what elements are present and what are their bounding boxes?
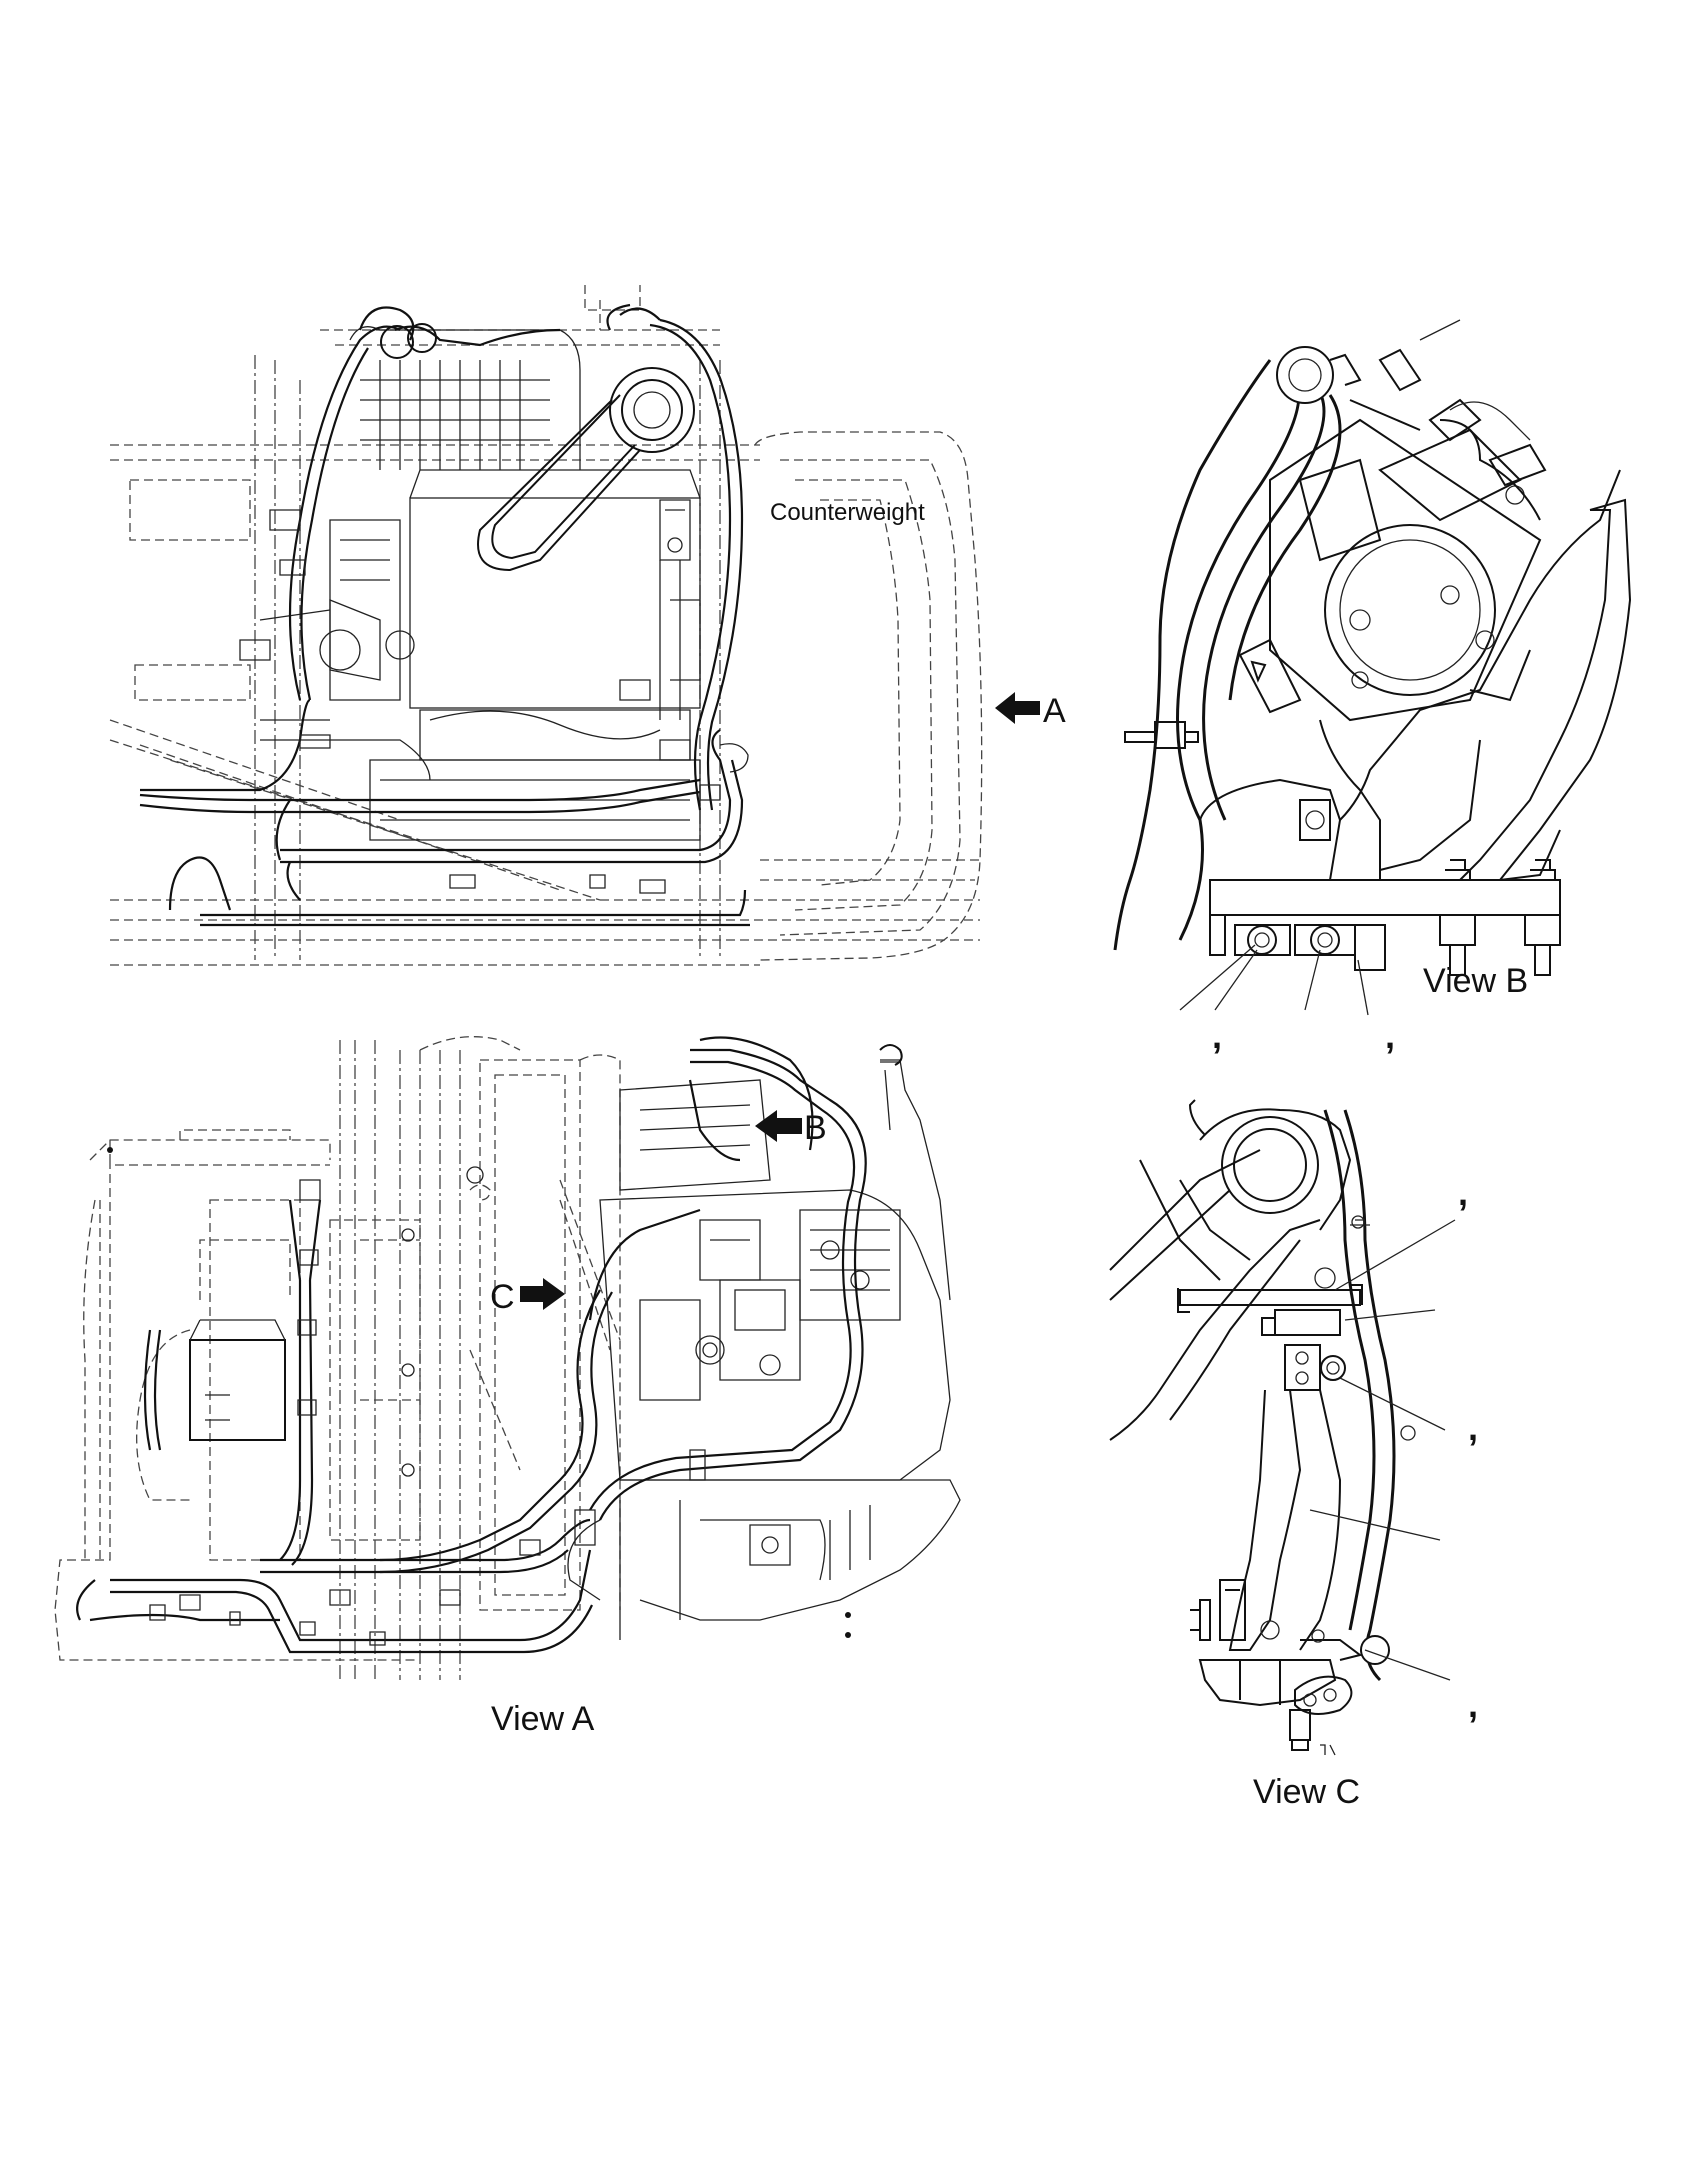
view-b-callout-comma-2: , <box>1385 1015 1395 1056</box>
view-c-title: View C <box>1253 1773 1360 1811</box>
arrow-left-icon <box>755 1110 802 1142</box>
arrow-b-label: B <box>804 1109 827 1147</box>
view-a-title: View A <box>491 1700 595 1738</box>
view-b-title: View B <box>1423 962 1528 1000</box>
view-b-drawing <box>1113 319 1632 1016</box>
view-a-arrow: A <box>995 692 1066 730</box>
counterweight-label: Counterweight <box>770 499 925 526</box>
view-a-drawing <box>54 1036 961 1680</box>
view-b-callout-comma-1: , <box>1212 1015 1222 1056</box>
arrow-right-icon <box>520 1278 565 1310</box>
view-c-arrow: C <box>490 1278 565 1316</box>
view-c-callout-comma-2: , <box>1468 1407 1478 1448</box>
arrow-left-icon <box>995 692 1040 724</box>
view-c-callout-comma-1: , <box>1458 1172 1468 1213</box>
view-c-drawing <box>1109 1099 1456 1756</box>
view-c-callout-comma-3: , <box>1468 1684 1478 1725</box>
arrow-c-label: C <box>490 1278 515 1316</box>
view-b-arrow: B <box>755 1109 827 1147</box>
top-view-drawing <box>109 285 983 966</box>
arrow-a-label: A <box>1043 692 1066 730</box>
